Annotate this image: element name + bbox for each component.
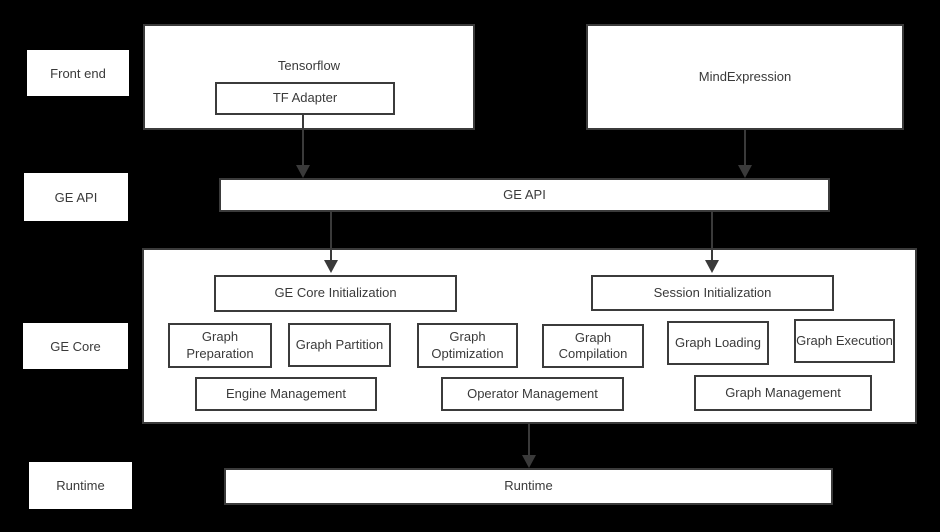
row-label-front-end-text: Front end xyxy=(50,65,106,81)
arrow-stem xyxy=(711,212,713,261)
ge-core-initialization-box: GE Core Initialization xyxy=(214,275,457,312)
graph-optimization-text: Graph Optimization xyxy=(431,329,504,361)
graph-loading-box: Graph Loading xyxy=(667,321,769,365)
row-label-ge-api: GE API xyxy=(24,173,128,221)
arrow-stem xyxy=(744,130,746,166)
ge-api-bar: GE API xyxy=(219,178,830,212)
runtime-bar: Runtime xyxy=(224,468,833,505)
graph-compilation-text: Graph Compilation xyxy=(558,329,628,361)
graph-management-text: Graph Management xyxy=(725,384,841,400)
session-initialization-box: Session Initialization xyxy=(591,275,834,311)
row-label-ge-core-text: GE Core xyxy=(50,338,101,354)
row-label-ge-core: GE Core xyxy=(23,323,128,369)
arrow-head xyxy=(705,260,719,273)
row-label-ge-api-text: GE API xyxy=(54,189,98,205)
arrow-stem xyxy=(302,113,304,166)
arrow-stem xyxy=(528,424,530,456)
arrow-head xyxy=(522,455,536,468)
graph-preparation-text: Graph Preparation xyxy=(186,329,254,361)
mindexpression-box: MindExpression xyxy=(586,24,904,130)
arrow-geapi-to-gecoreinit-icon xyxy=(324,212,338,273)
graph-partition-text: Graph Partition xyxy=(295,336,384,352)
operator-management-box: Operator Management xyxy=(441,377,624,411)
arrow-head xyxy=(324,260,338,273)
engine-management-box: Engine Management xyxy=(195,377,377,411)
operator-management-text: Operator Management xyxy=(467,385,598,401)
engine-management-text: Engine Management xyxy=(226,385,346,401)
ge-core-box: GE Core Initialization Session Initializ… xyxy=(142,248,917,424)
arrow-head xyxy=(296,165,310,178)
graph-execution-box: Graph Execution xyxy=(794,319,895,363)
tensorflow-title: Tensorflow xyxy=(277,58,341,73)
row-label-front-end: Front end xyxy=(27,50,129,96)
graph-compilation-box: Graph Compilation xyxy=(542,324,644,368)
ge-core-initialization-text: GE Core Initialization xyxy=(274,285,397,301)
tf-adapter-box: TF Adapter xyxy=(215,82,395,115)
graph-execution-text: Graph Execution xyxy=(796,332,893,348)
arrow-mindexpression-to-geapi-icon xyxy=(738,130,752,178)
mindexpression-text: MindExpression xyxy=(698,68,792,84)
arrow-geapi-to-sessioninit-icon xyxy=(705,212,719,273)
arrow-gecore-to-runtime-icon xyxy=(522,424,536,468)
tf-adapter-text: TF Adapter xyxy=(272,90,338,106)
graph-management-box: Graph Management xyxy=(694,375,872,411)
row-label-runtime: Runtime xyxy=(29,462,132,509)
tensorflow-box: Tensorflow TF Adapter xyxy=(143,24,475,130)
arrow-head xyxy=(738,165,752,178)
session-initialization-text: Session Initialization xyxy=(653,284,772,300)
arrow-stem xyxy=(330,212,332,261)
graph-partition-box: Graph Partition xyxy=(288,323,391,367)
graph-preparation-box: Graph Preparation xyxy=(168,323,272,368)
arrow-tfadapter-to-geapi-icon xyxy=(296,113,310,178)
graph-loading-text: Graph Loading xyxy=(674,334,761,350)
graph-optimization-box: Graph Optimization xyxy=(417,323,518,368)
ge-api-bar-text: GE API xyxy=(503,186,546,202)
row-label-runtime-text: Runtime xyxy=(56,478,105,493)
runtime-bar-text: Runtime xyxy=(504,478,553,494)
